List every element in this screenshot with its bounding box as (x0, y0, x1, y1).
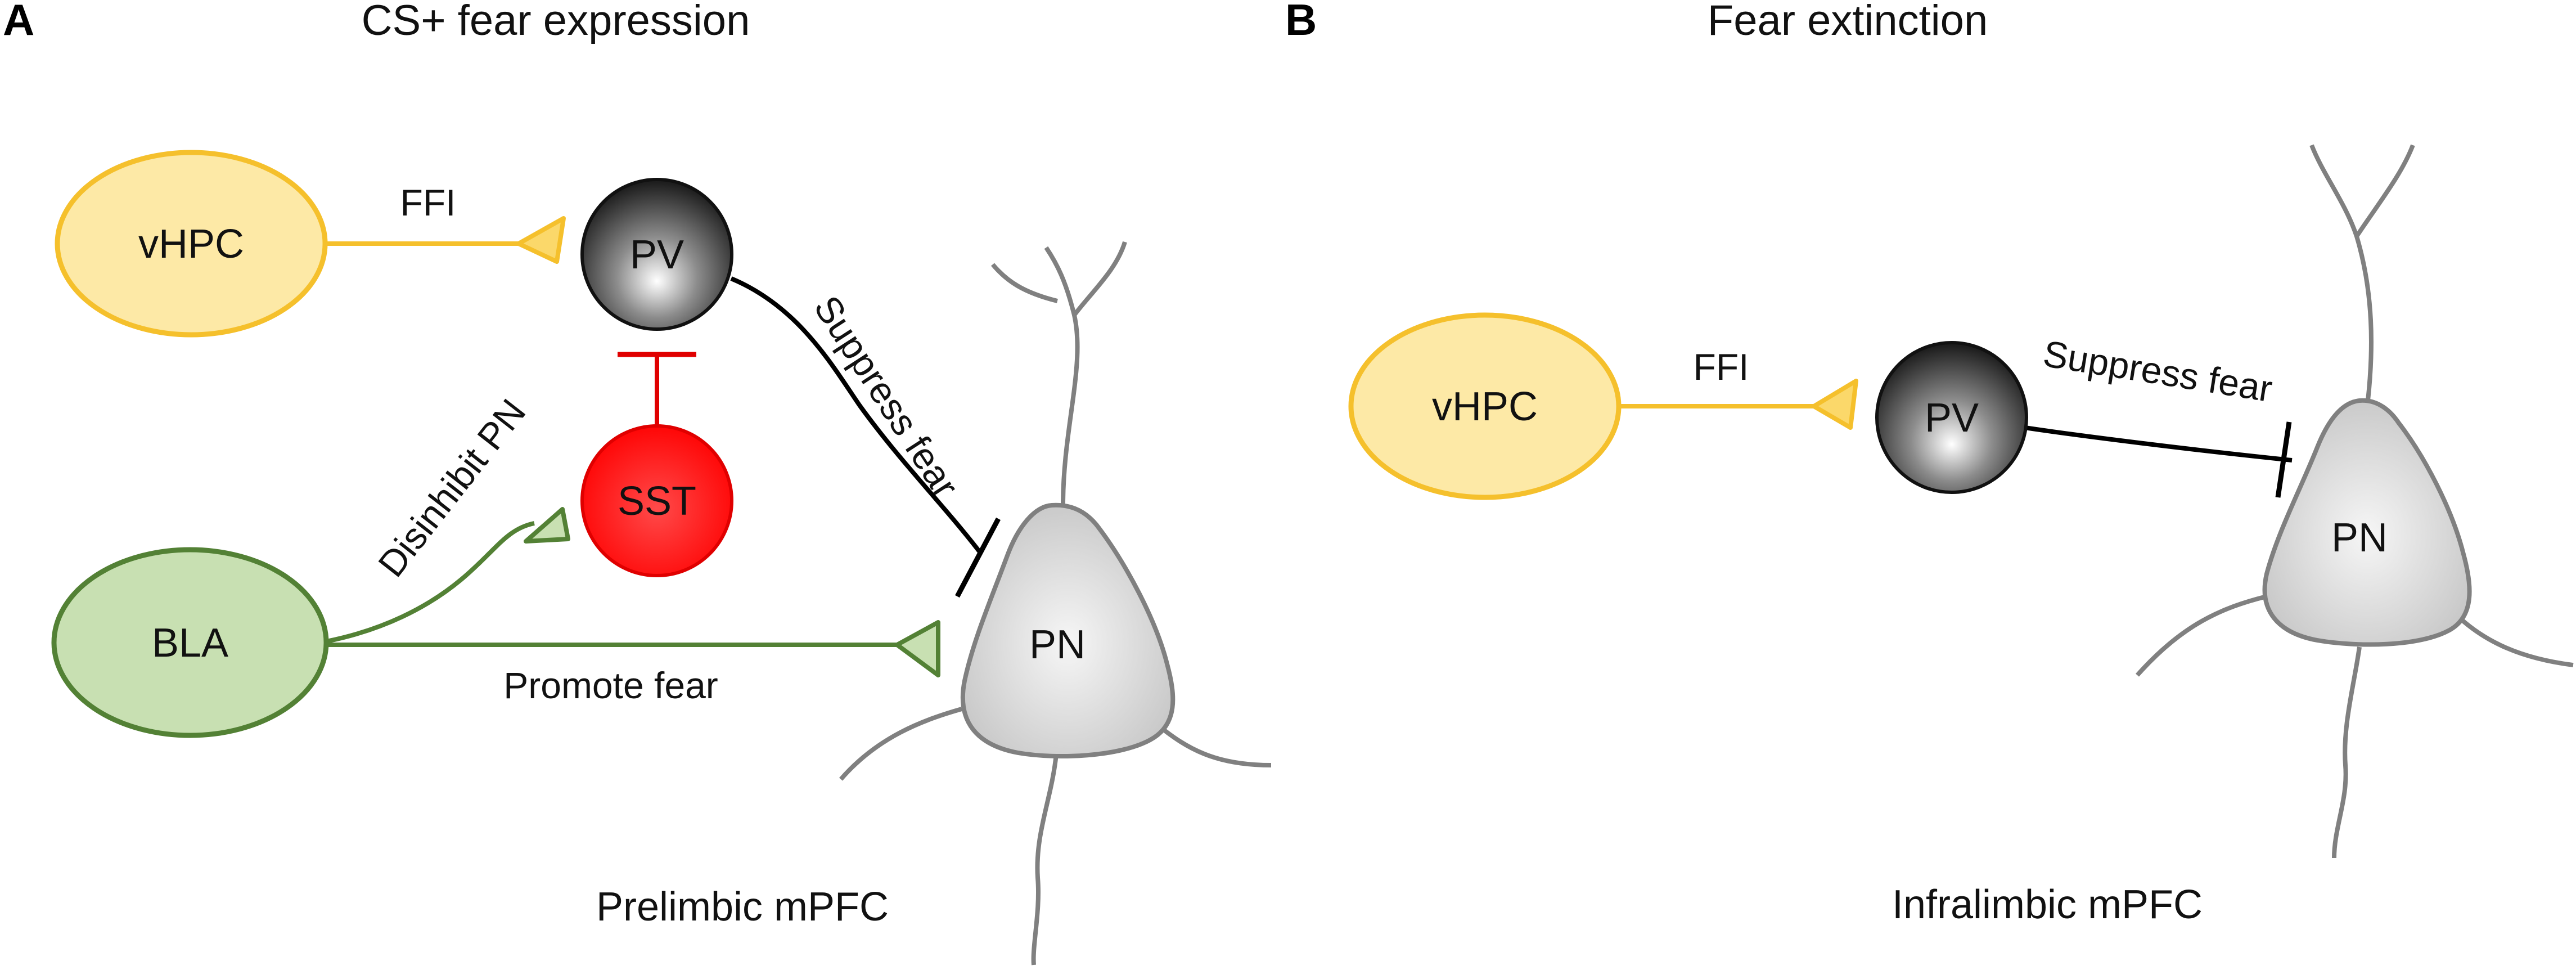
pv-label-b: PV (1925, 396, 1979, 441)
apical-branch-b (2354, 144, 2415, 238)
pv-to-pn-inhibitory-axon-b (2024, 425, 2293, 462)
bla-sst-excitatory-terminal (524, 507, 570, 544)
apical-branch-a2 (990, 263, 1058, 303)
vhpc-label-a: vHPC (138, 222, 244, 267)
vhpc-label-b: vHPC (1432, 384, 1538, 429)
axon-b (2332, 646, 2362, 859)
panel-b-letter: B (1285, 0, 1317, 44)
vhpc-node-b: vHPC (1348, 312, 1622, 500)
pv-inhibitory-terminal (955, 517, 1001, 598)
basal-dendrite-left-a (839, 707, 963, 781)
sst-neuron: SST (580, 424, 733, 577)
panel-a-title: CS+ fear expression (362, 0, 750, 44)
pv-neuron-a: PV (580, 178, 733, 331)
vhpc-excitatory-terminal-b (1812, 379, 1858, 430)
apical-dendrite-b (2309, 144, 2374, 401)
pn-neuron-a: PN (839, 241, 1272, 965)
pn-neuron-b: PN (2136, 144, 2574, 859)
vhpc-excitatory-terminal (516, 216, 566, 264)
sst-label: SST (618, 479, 696, 524)
panel-b: B Fear extinction FFI Suppress fear vHPC… (1285, 0, 2574, 927)
pv-inhibitory-terminal-b (2275, 421, 2292, 498)
bla-pn-excitatory-terminal (895, 620, 940, 677)
region-label-b: Infralimbic mPFC (1892, 882, 2203, 927)
disinhibit-pn-label: Disinhibit PN (370, 391, 534, 584)
apical-dendrite-a (1044, 246, 1080, 506)
panel-b-title: Fear extinction (1708, 0, 1988, 44)
bla-label: BLA (152, 621, 228, 666)
suppress-fear-label-b: Suppress fear (2041, 333, 2275, 410)
pn-label-b: PN (2331, 515, 2388, 560)
vhpc-node-a: vHPC (55, 150, 328, 338)
apical-branch-a (1072, 241, 1127, 317)
basal-dendrite-right-a (1157, 724, 1272, 767)
panel-a-letter: A (3, 0, 34, 44)
promote-fear-label: Promote fear (503, 664, 718, 706)
pn-soma-a (960, 502, 1176, 759)
axon-a (1031, 753, 1059, 965)
bla-to-sst-axon (326, 521, 535, 644)
pn-label-a: PN (1029, 622, 1086, 667)
ffi-label: FFI (400, 182, 456, 223)
bla-node: BLA (51, 547, 329, 738)
pn-soma-b (2262, 398, 2472, 647)
basal-dendrite-right-b (2459, 617, 2574, 667)
pv-neuron-b: PV (1875, 341, 2028, 494)
basal-dendrite-left-b (2136, 594, 2267, 677)
ffi-label-b: FFI (1694, 346, 1749, 388)
region-label-a: Prelimbic mPFC (596, 884, 889, 929)
panel-a: A CS+ fear expression FFI Suppress fear … (3, 0, 1272, 965)
pv-to-pn-inhibitory-axon (730, 276, 984, 556)
pv-label-a: PV (630, 232, 684, 277)
suppress-fear-label-a: Suppress fear (806, 288, 967, 505)
